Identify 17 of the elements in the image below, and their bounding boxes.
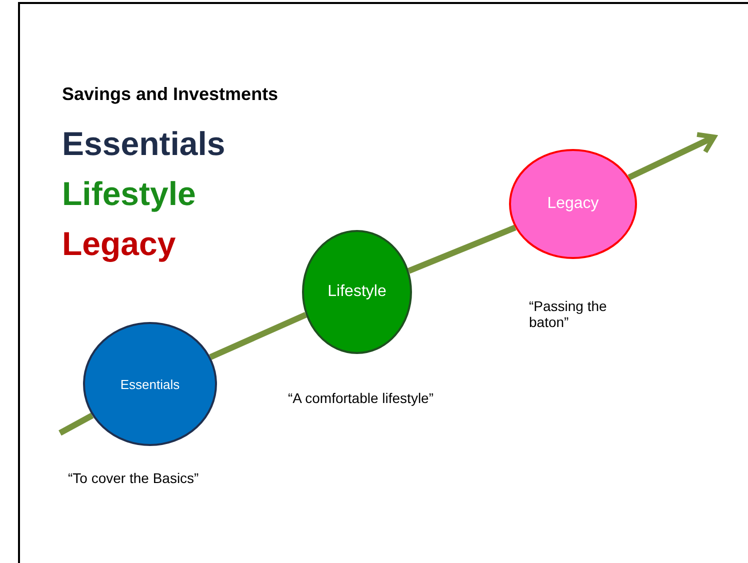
stage-label: Legacy [547,195,599,213]
stage-label: Lifestyle [328,283,386,301]
heading-word: Lifestyle [62,175,196,213]
heading-word: Essentials [62,125,226,163]
stage-circle [83,322,217,446]
connector-line [209,312,308,360]
arrow [628,132,717,180]
stage-caption: “Passing the baton” [529,298,608,330]
stage-caption: “To cover the Basics” [68,470,200,486]
stage-label: Essentials [120,376,180,392]
stage-caption: “A comfortable lifestyle” [288,390,434,406]
stage-circle [302,230,412,354]
stage-circle [509,149,637,259]
slide-title: Savings and Investments [62,84,278,105]
heading-word: Legacy [62,225,176,263]
connector-line [408,224,516,274]
connector-line [58,412,94,436]
